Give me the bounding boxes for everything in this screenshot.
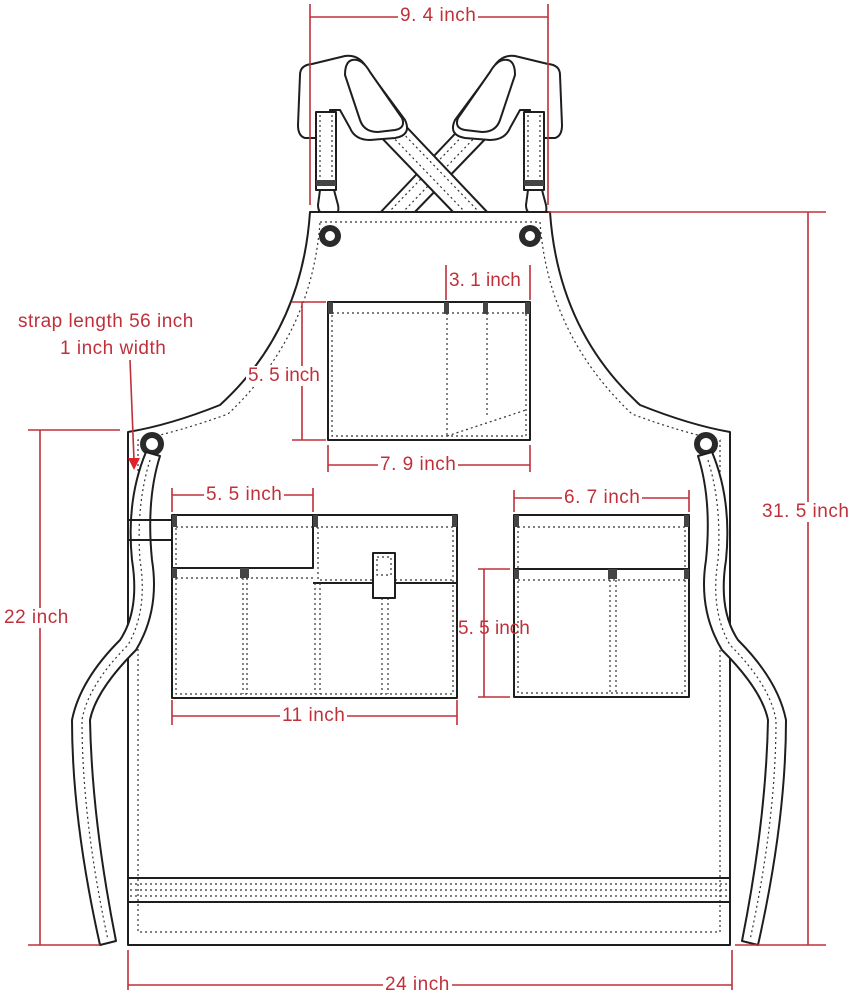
left-waist-strap [71, 451, 172, 946]
label-overall-length: 31. 5 inch [760, 501, 852, 522]
left-tool-pocket [171, 514, 458, 699]
label-lower-side-height: 22 inch [2, 607, 71, 628]
chest-pocket [327, 301, 531, 441]
label-strap-width: 1 inch width [60, 338, 167, 359]
label-left-pocket-width: 11 inch [280, 705, 348, 726]
label-left-pocket-flap-width: 5. 5 inch [204, 484, 285, 505]
left-shoulder-pad [297, 54, 408, 216]
label-chest-pocket-slot-width: 3. 1 inch [447, 270, 523, 291]
dimension-lines [28, 4, 826, 990]
label-right-pocket-width: 6. 7 inch [562, 487, 643, 508]
label-strap-length: strap length 56 inch [18, 311, 194, 332]
label-chest-pocket-height: 5. 5 inch [246, 365, 322, 386]
label-top-strap-span: 9. 4 inch [398, 5, 479, 26]
label-chest-pocket-width: 7. 9 inch [378, 454, 459, 475]
right-tool-pocket [513, 514, 690, 698]
right-shoulder-pad [452, 54, 563, 216]
right-waist-strap [697, 451, 787, 946]
label-bottom-width: 24 inch [383, 974, 452, 995]
label-right-pocket-height: 5. 5 inch [458, 618, 530, 639]
